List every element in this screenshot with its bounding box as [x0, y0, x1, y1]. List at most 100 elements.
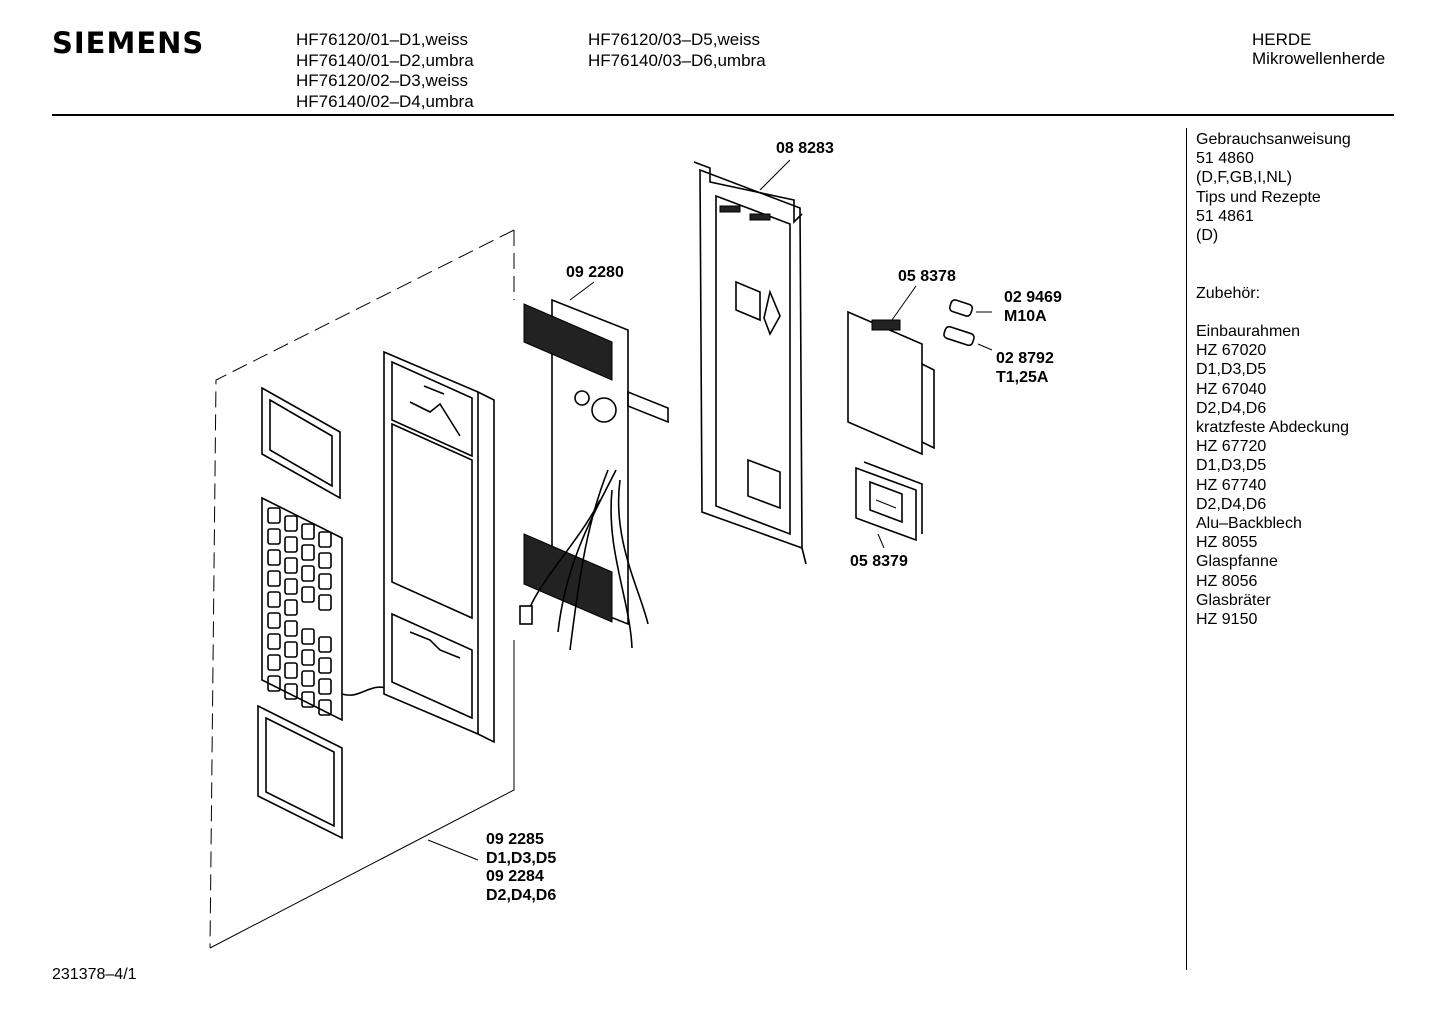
part-rating: M10A: [1004, 307, 1047, 325]
sidebar-line: Glaspfanne: [1196, 553, 1278, 571]
model-line: HF76140/01–D2,umbra: [296, 50, 474, 70]
part-number: 09 2280: [566, 264, 624, 281]
keypad-key: [267, 507, 281, 524]
sidebar-line: Glasbräter: [1196, 591, 1271, 609]
model-line: HF76120/03–D5,weiss: [588, 30, 760, 49]
sidebar-line: (D): [1196, 227, 1219, 245]
keypad-key: [301, 523, 315, 540]
keypad-key: [267, 654, 281, 671]
part-rating: T1,25A: [996, 368, 1049, 386]
sidebar-line: (D,F,GB,I,NL): [1196, 169, 1293, 187]
drawing-number: 231378–4/1: [52, 966, 137, 983]
fuses: [943, 299, 993, 351]
model-line: HF76120/01–D1,weiss: [296, 30, 468, 49]
keypad-key: [267, 591, 281, 608]
part-number: 08 8283: [776, 140, 834, 157]
keypad-key: [301, 586, 315, 603]
keypad-key: [284, 557, 298, 574]
transformer: [855, 461, 923, 542]
sidebar-line: D2,D4,D6: [1196, 399, 1267, 417]
sidebar-line: HZ 8055: [1196, 534, 1258, 552]
keypad-key: [284, 515, 298, 532]
keypad-key: [284, 662, 298, 679]
part-number: 09 2284: [486, 868, 544, 885]
part-label-092280: 09 2280: [566, 264, 624, 283]
model-list-1: HF76120/01–D1,weiss HF76140/01–D2,umbra …: [296, 30, 474, 112]
front-frame: [383, 350, 495, 744]
keypad-key: [301, 670, 315, 687]
sidebar-line: HZ 8056: [1196, 572, 1258, 590]
sidebar-line: D1,D3,D5: [1196, 361, 1267, 379]
keypad-key: [318, 594, 332, 611]
keypad-key: [284, 641, 298, 658]
keypad-key: [284, 599, 298, 616]
keypad-key: [267, 612, 281, 629]
sidebar-line: HZ 67040: [1196, 380, 1267, 398]
keypad-key: [318, 678, 332, 695]
sidebar-line: Zubehör:: [1196, 284, 1261, 302]
part-number: 02 8792: [996, 350, 1054, 367]
keypad-membrane: [261, 496, 393, 722]
sidebar-line: [1196, 264, 1351, 283]
keypad-key: [267, 549, 281, 566]
part-number: 09 2285: [486, 831, 544, 848]
keypad-key: [301, 691, 315, 708]
main-circuit-board: [519, 298, 669, 651]
part-number: 05 8378: [898, 268, 956, 285]
keypad-key: [284, 536, 298, 553]
header-divider: [52, 114, 1394, 116]
part-label-058378: 05 8378: [898, 268, 956, 287]
model-line: HF76120/02–D3,weiss: [296, 71, 468, 90]
sidebar-line: HZ 67740: [1196, 476, 1267, 494]
housing-frame: [693, 161, 807, 565]
lower-cover: [257, 704, 343, 840]
part-variant: D2,D4,D6: [486, 886, 557, 904]
keypad-key: [318, 531, 332, 548]
part-label-088283: 08 8283: [776, 140, 834, 159]
part-label-058379: 05 8379: [850, 553, 908, 572]
part-number: 02 9469: [1004, 289, 1062, 306]
keypad-key: [318, 552, 332, 569]
keypad-key: [284, 578, 298, 595]
sidebar-line: 51 4861: [1196, 207, 1254, 225]
power-board: [847, 310, 935, 456]
sidebar-line: 51 4860: [1196, 150, 1254, 168]
part-label-092285: 09 2285 D1,D3,D5 09 2284 D2,D4,D6: [486, 831, 556, 905]
keypad-key: [267, 570, 281, 587]
part-number: 05 8379: [850, 553, 908, 570]
category-label: HERDE Mikrowellenherde: [1252, 30, 1385, 68]
sidebar-line: Tips und Rezepte: [1196, 188, 1321, 206]
keypad-key: [318, 657, 332, 674]
keypad-key: [301, 649, 315, 666]
mounting-plane: [209, 229, 515, 949]
keypad-key: [267, 528, 281, 545]
category-sub: Mikrowellenherde: [1252, 49, 1386, 68]
keypad-key: [301, 565, 315, 582]
keypad-key: [301, 628, 315, 645]
sidebar-line: D1,D3,D5: [1196, 457, 1267, 475]
model-line: HF76140/02–D4,umbra: [296, 91, 474, 111]
keypad-key: [267, 633, 281, 650]
part-label-028792: 02 8792 T1,25A: [996, 350, 1054, 387]
display-window: [261, 386, 341, 500]
sidebar-line: D2,D4,D6: [1196, 495, 1267, 513]
sidebar-line: Alu–Backblech: [1196, 515, 1302, 533]
model-line: HF76140/03–D6,umbra: [588, 50, 766, 70]
part-label-029469: 02 9469 M10A: [1004, 289, 1062, 326]
keypad-key: [318, 573, 332, 590]
model-list-2: HF76120/03–D5,weiss HF76140/03–D6,umbra: [588, 30, 766, 71]
part-variant: D1,D3,D5: [486, 849, 557, 867]
keypad-key: [318, 636, 332, 653]
sidebar-line: [1196, 303, 1351, 322]
category-main: HERDE: [1252, 30, 1312, 49]
brand-logo: SIEMENS: [52, 26, 205, 60]
sidebar-line: [1196, 245, 1351, 264]
leader-lines: [427, 159, 917, 861]
sidebar-line: Einbaurahmen: [1196, 322, 1301, 340]
keypad-key: [284, 620, 298, 637]
sidebar-line: HZ 67020: [1196, 342, 1267, 360]
keypad-key: [267, 675, 281, 692]
keypad-key: [318, 699, 332, 716]
sidebar-line: HZ 9150: [1196, 611, 1258, 629]
